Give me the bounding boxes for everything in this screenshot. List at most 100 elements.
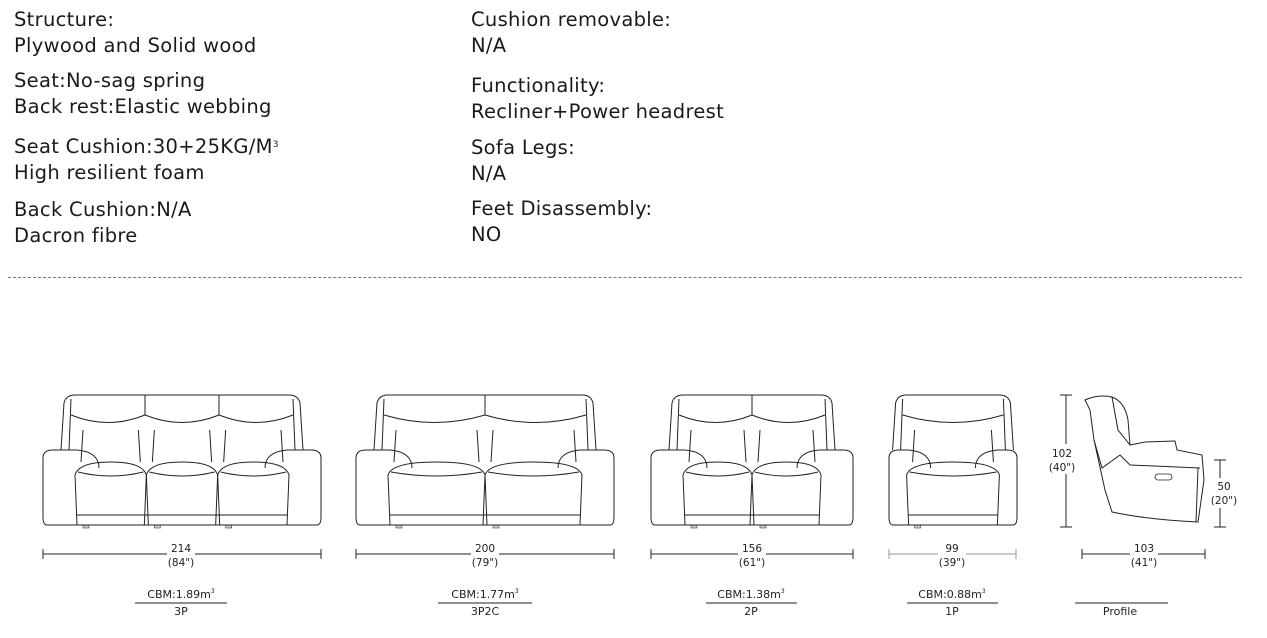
model-code-3p: 3P — [174, 605, 188, 618]
profile-seat — [1093, 439, 1201, 469]
seat-front — [909, 471, 997, 477]
spec-label: Back Cushion:N/A — [14, 198, 192, 221]
spec-value: Back rest:Elastic webbing — [14, 95, 272, 118]
right-arm — [264, 449, 322, 526]
sofa-back-edge — [68, 398, 72, 451]
spec-label: Feet Disassembly: — [471, 197, 653, 220]
back-cushion-line — [280, 429, 284, 463]
profile-label: Profile — [1103, 605, 1137, 618]
spec-value: Recliner+Power headrest — [471, 100, 725, 123]
width-cm-1p: 99 — [945, 543, 958, 555]
spec-seat-cushion: Seat Cushion:30+25KG/M3 High resilient f… — [14, 134, 279, 186]
width-in-2p: (61") — [739, 557, 765, 569]
spec-label: Functionality: — [471, 74, 606, 97]
seat-front — [487, 471, 580, 477]
spec-label: Cushion removable: — [471, 8, 672, 31]
seat-front — [77, 471, 144, 477]
right-arm — [974, 449, 1018, 526]
seat-front — [685, 471, 750, 477]
spec-functionality: Functionality: Recliner+Power headrest — [471, 73, 724, 125]
sofa-back-edge — [292, 398, 296, 451]
sofa-back-edge — [1002, 398, 1006, 451]
seat-cushion — [906, 461, 1000, 526]
sofa-back-edge — [824, 398, 828, 451]
model-code-3p2c: 3P2C — [471, 605, 500, 618]
back-cushion-line — [743, 429, 747, 463]
back-cushion-line — [137, 429, 141, 463]
sofa-back-3p — [60, 394, 304, 451]
headrest-line — [70, 414, 294, 423]
back-cushion-line — [573, 429, 577, 463]
spec-value: N/A — [471, 162, 507, 185]
cbm-1p: CBM:0.88m3 — [918, 588, 986, 601]
spec-label: Structure: — [14, 8, 115, 31]
width-cm-3p2c: 200 — [475, 543, 495, 555]
spec-back-cushion: Back Cushion:N/A Dacron fibre — [14, 197, 192, 249]
back-cushion-line — [393, 429, 397, 463]
profile-outline — [1084, 395, 1205, 523]
width-in-1p: (39") — [939, 557, 965, 569]
sofa-back-edge — [900, 398, 904, 451]
left-arm — [42, 449, 100, 526]
right-arm — [557, 449, 615, 526]
cbm-2p: CBM:1.38m3 — [717, 588, 785, 601]
depth-in: (41") — [1131, 557, 1157, 569]
left-arm — [888, 449, 932, 526]
spec-value: Dacron fibre — [14, 224, 138, 247]
height-in: (40") — [1049, 462, 1075, 474]
back-cushion-line — [990, 429, 994, 463]
model-code-2p: 2P — [744, 605, 758, 618]
back-cushion-line — [490, 429, 494, 463]
width-in-3p2c: (79") — [472, 557, 498, 569]
width-cm-2p: 156 — [742, 543, 762, 555]
seat-front — [149, 471, 215, 477]
spec-seat: Seat:No-sag spring Back rest:Elastic web… — [14, 68, 272, 120]
height-cm: 102 — [1052, 448, 1072, 460]
spec-value: Plywood and Solid wood — [14, 34, 257, 57]
right-arm — [796, 449, 854, 526]
seat-cushion — [484, 461, 583, 526]
back-cushion-line — [688, 429, 692, 463]
headrest-line — [902, 414, 1004, 423]
spec-value: High resilient foam — [14, 161, 205, 184]
spec-structure: Structure: Plywood and Solid wood — [14, 7, 257, 59]
left-arm — [355, 449, 413, 526]
spec-value: N/A — [471, 34, 507, 57]
headrest-line — [383, 414, 587, 423]
seat-cushion — [387, 461, 486, 526]
sofa-back-edge — [381, 398, 385, 451]
spec-sofa-legs: Sofa Legs: N/A — [471, 135, 575, 187]
back-cushion-line — [209, 429, 213, 463]
headrest-line — [678, 414, 826, 423]
seat-front — [220, 471, 287, 477]
back-cushion-line — [80, 429, 84, 463]
cbm-3p: CBM:1.89m3 — [147, 588, 215, 601]
left-arm — [650, 449, 708, 526]
cbm-3p2c: CBM:1.77m3 — [451, 588, 519, 601]
power-button-icon — [1154, 473, 1173, 481]
seat-cushion — [145, 461, 219, 526]
profile-front — [1195, 467, 1199, 523]
spec-cushion-removable: Cushion removable: N/A — [471, 7, 671, 59]
dashed-divider — [8, 277, 1242, 278]
spec-label: Seat Cushion:30+25KG/M3 — [14, 134, 279, 160]
profile-headrest — [1111, 396, 1131, 446]
back-cushion-line — [912, 429, 916, 463]
seat-front — [390, 471, 483, 477]
back-cushion-line — [223, 429, 227, 463]
width-in-3p: (84") — [168, 557, 194, 569]
back-cushion-line — [757, 429, 761, 463]
spec-label-text: Seat Cushion:30+25KG/M — [14, 135, 273, 158]
sofa-back-1p — [892, 394, 1014, 451]
depth-cm: 103 — [1134, 543, 1154, 555]
back-cushion-line — [476, 429, 480, 463]
spec-label: Seat:No-sag spring — [14, 69, 206, 92]
back-cushion-line — [812, 429, 816, 463]
width-cm-3p: 214 — [171, 543, 191, 555]
model-code-1p: 1P — [945, 605, 959, 618]
seat-cushion — [682, 461, 753, 526]
sofa-back-edge — [676, 398, 680, 451]
seat-cushion — [751, 461, 822, 526]
spec-label: Sofa Legs: — [471, 136, 575, 159]
